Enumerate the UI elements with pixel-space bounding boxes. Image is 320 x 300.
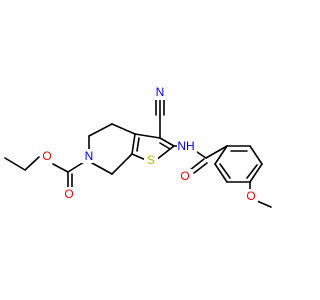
atom-label-ring-n: N bbox=[85, 149, 94, 163]
atom-ring-n: N bbox=[81, 149, 97, 163]
bond-c7a-c3a bbox=[131, 133, 136, 155]
bond-ch2-ch3 bbox=[4, 157, 26, 171]
bond-camide-o bbox=[189, 158, 205, 171]
atom-methoxy-o: O bbox=[244, 189, 258, 203]
bond-c3-c2-inner bbox=[159, 142, 171, 150]
atom-amide-nh: NH bbox=[177, 139, 197, 153]
bond-omethoxy-ch3 bbox=[256, 200, 272, 208]
atom-ester-o: O bbox=[40, 149, 54, 163]
bond-benzene-3 bbox=[249, 163, 263, 183]
atom-label-ester-o: O bbox=[42, 149, 51, 163]
atom-label-amide-nh: NH bbox=[177, 139, 194, 153]
atom-label-methoxy-o: O bbox=[246, 189, 255, 203]
atom-carbonyl-o-amide: O bbox=[178, 169, 192, 183]
bond-c3a-c3 bbox=[134, 133, 161, 139]
bonds bbox=[4, 95, 272, 208]
bond-camide-benzene bbox=[205, 145, 228, 159]
molecule-structure: N NH S N O O O O bbox=[4, 85, 272, 208]
atom-label-ester-carbonyl-o: O bbox=[64, 187, 73, 201]
atom-label-nitrile-n: N bbox=[156, 85, 165, 99]
bond-benzene-inner-2 bbox=[246, 164, 258, 179]
bond-c3a-c4 bbox=[111, 123, 136, 135]
atom-label-carbonyl-o-amide: O bbox=[180, 169, 189, 183]
bond-s-c7a bbox=[131, 153, 147, 161]
bond-c7a-c3a-inner bbox=[136, 137, 140, 152]
bond-c3-c2 bbox=[159, 137, 175, 147]
bond-benzene-5 bbox=[214, 163, 228, 183]
bond-benzene-6 bbox=[214, 145, 228, 165]
bond-c4-c5 bbox=[88, 123, 113, 137]
bond-camide-o-double bbox=[193, 162, 208, 174]
atom-labels: N NH S N O O O O bbox=[40, 85, 258, 203]
bond-n6-c7 bbox=[91, 162, 113, 175]
atom-thiophene-s: S bbox=[144, 153, 158, 167]
bond-oester-ch2 bbox=[24, 156, 40, 171]
bond-c2-s bbox=[155, 145, 175, 161]
atom-label-thiophene-s: S bbox=[147, 153, 155, 167]
bond-n6-ccarb bbox=[67, 161, 85, 173]
bond-ccarb-oester bbox=[52, 163, 69, 173]
atom-nitrile-n: N bbox=[152, 85, 168, 100]
bond-c7-c7a bbox=[111, 153, 133, 175]
bond-benzene-inner-3 bbox=[219, 163, 231, 179]
atom-ester-carbonyl-o: O bbox=[62, 187, 76, 201]
bond-benzene-2 bbox=[249, 145, 263, 165]
